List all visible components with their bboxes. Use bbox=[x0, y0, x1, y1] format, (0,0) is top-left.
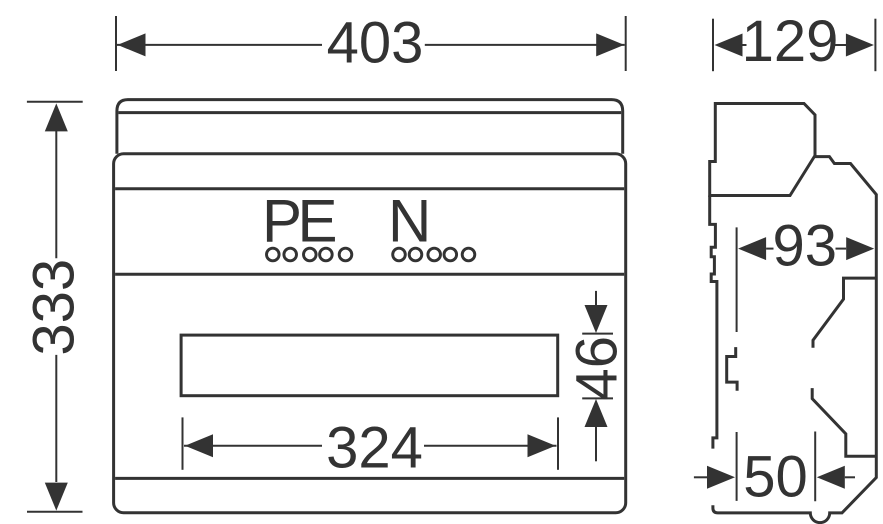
svg-text:93: 93 bbox=[773, 214, 838, 279]
svg-text:129: 129 bbox=[742, 9, 839, 74]
svg-text:46: 46 bbox=[564, 336, 629, 401]
svg-text:324: 324 bbox=[326, 415, 423, 480]
svg-text:N: N bbox=[388, 188, 431, 255]
svg-text:333: 333 bbox=[22, 259, 87, 356]
svg-text:403: 403 bbox=[327, 10, 424, 75]
svg-text:PE: PE bbox=[262, 188, 336, 255]
svg-text:50: 50 bbox=[743, 445, 808, 510]
